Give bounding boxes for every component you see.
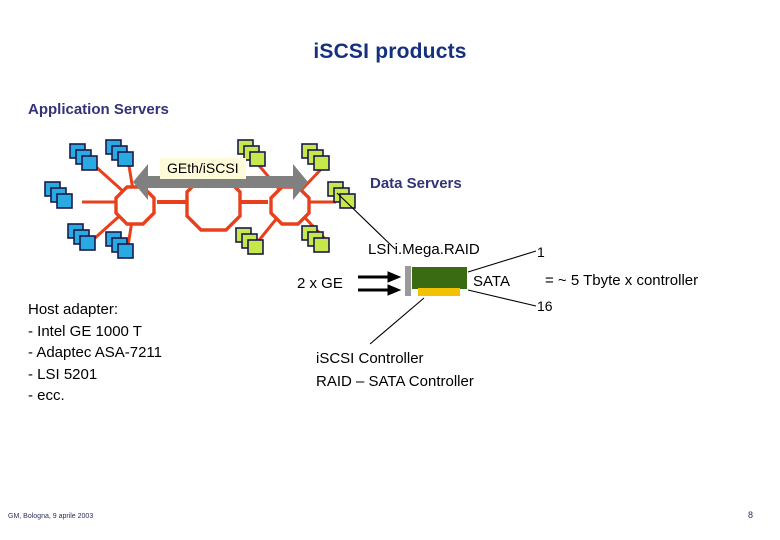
ge-link-arrows-icon	[358, 271, 402, 296]
sata-label: SATA	[473, 273, 510, 290]
card-bracket	[405, 266, 411, 296]
lsi-megaraid-label: LSI i.Mega.RAID	[368, 241, 480, 258]
geth-iscsi-link-label: GEth/iSCSI	[160, 158, 246, 179]
host-adapter-item: - ecc.	[28, 387, 65, 404]
bidirectional-link-arrow	[133, 164, 308, 200]
controller-caption-line1: iSCSI Controller	[316, 350, 424, 367]
host-adapter-list: Host adapter: - Intel GE 1000 T - Adapte…	[28, 299, 162, 407]
sata-fanout-min-label: 1	[537, 244, 545, 260]
controller-caption: iSCSI Controller RAID – SATA Controller	[316, 347, 474, 393]
sata-fanout-max-label: 16	[537, 298, 553, 314]
application-servers-label: Application Servers	[28, 101, 169, 118]
host-adapter-item: - Adaptec ASA-7211	[28, 344, 162, 361]
data-servers-label: Data Servers	[370, 175, 462, 192]
footer-credit: GM, Bologna, 9 aprile 2003	[8, 513, 94, 520]
octagon-node-right	[269, 185, 311, 226]
host-adapter-item: - LSI 5201	[28, 365, 98, 383]
page-title: iSCSI products	[313, 40, 467, 63]
controller-caption-line2: RAID – SATA Controller	[316, 373, 474, 390]
card-board	[412, 267, 467, 289]
raid-controller-card-graphic	[405, 266, 467, 296]
two-x-ge-label: 2 x GE	[297, 275, 343, 292]
page-number: 8	[748, 510, 754, 520]
card-edge-connector	[418, 288, 460, 296]
network-diagram	[44, 139, 356, 259]
capacity-label: = ~ 5 Tbyte x controller	[545, 272, 699, 289]
octagon-node-left	[114, 185, 156, 226]
host-adapter-heading: Host adapter:	[28, 301, 119, 318]
host-adapter-item: - Intel GE 1000 T	[28, 322, 142, 340]
